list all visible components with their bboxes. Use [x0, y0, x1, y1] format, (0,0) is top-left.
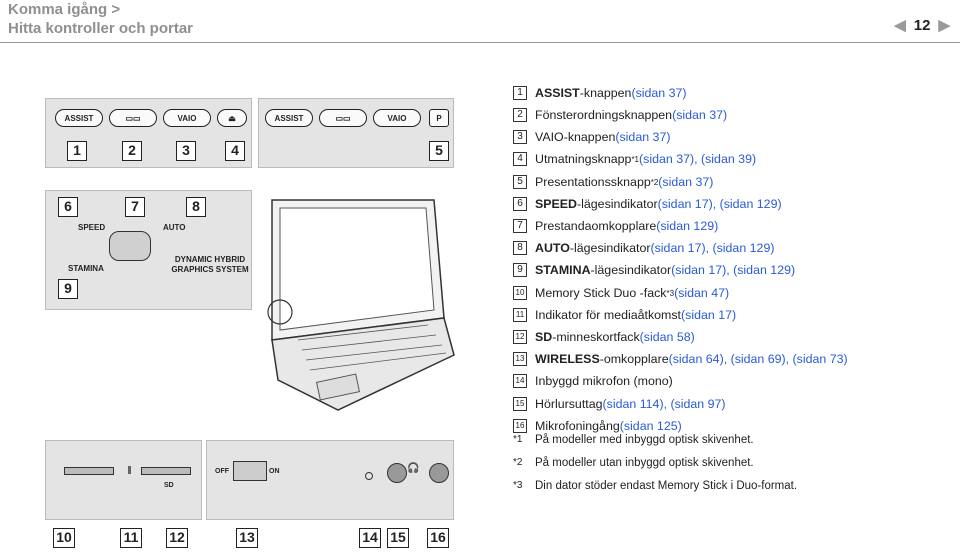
panel-front-right: OFF ON 🎧 — [206, 440, 454, 520]
callout-3: 3 — [176, 141, 196, 161]
sd-card-slot — [141, 467, 191, 475]
auto-label: AUTO — [163, 223, 186, 232]
callout-11: 11 — [120, 528, 142, 548]
page-link[interactable]: (sidan 37) — [631, 86, 687, 100]
page-link[interactable]: (sidan 64), (sidan 69), (sidan 73) — [668, 352, 848, 366]
stamina-label: STAMINA — [68, 264, 104, 273]
page-link[interactable]: (sidan 37), (sidan 39) — [639, 152, 757, 166]
window-arrangement-button-b: ▭▭ — [319, 109, 367, 127]
performance-switch — [109, 231, 151, 261]
panel-indicators: 6 7 8 SPEED AUTO STAMINA DYNAMIC HYBRID … — [45, 190, 252, 310]
page-header: Komma igång > Hitta kontroller och porta… — [8, 0, 193, 38]
callout-10: 10 — [53, 528, 75, 548]
list-item: 10 Memory Stick Duo -fack*3 (sidan 47) — [513, 286, 729, 300]
eject-button: ⏏ — [217, 109, 247, 127]
window-arrangement-button: ▭▭ — [109, 109, 157, 127]
page-link[interactable]: (sidan 37) — [658, 175, 714, 189]
page-nav: ◀ 12 ▶ — [894, 16, 950, 35]
callout-4: 4 — [225, 141, 245, 161]
panel-buttons-b: ASSIST ▭▭ VAIO P — [258, 98, 454, 168]
page-link[interactable]: (sidan 17) — [681, 308, 737, 322]
vaio-button-b: VAIO — [373, 109, 421, 127]
headphone-icon: 🎧 — [407, 463, 420, 474]
callout-16: 16 — [427, 528, 449, 548]
page-link[interactable]: (sidan 17), (sidan 129) — [657, 197, 782, 211]
section-breadcrumb[interactable]: Komma igång > — [8, 1, 121, 18]
laptop-illustration — [267, 199, 455, 411]
off-label: OFF — [215, 468, 229, 475]
page-link[interactable]: (sidan 37) — [672, 108, 728, 122]
callout-13: 13 — [236, 528, 258, 548]
page-link[interactable]: (sidan 129) — [656, 219, 719, 233]
next-page-icon[interactable]: ▶ — [938, 17, 950, 34]
page-link[interactable]: (sidan 58) — [639, 330, 695, 344]
callout-14: 14 — [359, 528, 381, 548]
header-divider — [0, 42, 960, 43]
page-link[interactable]: (sidan 37) — [615, 130, 671, 144]
callout-8: 8 — [186, 197, 206, 217]
headphone-jack — [387, 463, 407, 483]
page-link[interactable]: (sidan 114), (sidan 97) — [602, 397, 726, 411]
page-link[interactable]: (sidan 17), (sidan 129) — [650, 241, 775, 255]
memory-stick-slot — [64, 467, 114, 475]
page-link[interactable]: (sidan 125) — [619, 419, 682, 433]
media-access-indicator — [128, 466, 131, 474]
assist-button: ASSIST — [55, 109, 103, 127]
presentation-button: P — [429, 109, 449, 127]
microphone-icon — [365, 472, 373, 480]
microphone-jack — [429, 463, 449, 483]
page-number: 12 — [913, 16, 931, 34]
page-link[interactable]: (sidan 47) — [674, 286, 730, 300]
vaio-button: VAIO — [163, 109, 211, 127]
callout-2: 2 — [122, 141, 142, 161]
sd-label: SD — [164, 482, 174, 489]
callout-6: 6 — [58, 197, 78, 217]
speed-label: SPEED — [78, 223, 106, 232]
on-label: ON — [269, 468, 280, 475]
callout-5: 5 — [429, 141, 449, 161]
callout-1: 1 — [67, 141, 87, 161]
callout-9: 9 — [58, 279, 78, 299]
assist-button-b: ASSIST — [265, 109, 313, 127]
callout-15: 15 — [387, 528, 409, 548]
panel-front-left: SD — [45, 440, 202, 520]
hybrid-label: DYNAMIC HYBRID GRAPHICS SYSTEM — [171, 255, 249, 274]
callout-12: 12 — [166, 528, 188, 548]
page-link[interactable]: (sidan 17), (sidan 129) — [671, 263, 796, 277]
prev-page-icon[interactable]: ◀ — [894, 17, 906, 34]
page-title: Hitta kontroller och portar — [8, 20, 194, 37]
callout-7: 7 — [125, 197, 145, 217]
wireless-switch — [233, 461, 267, 481]
